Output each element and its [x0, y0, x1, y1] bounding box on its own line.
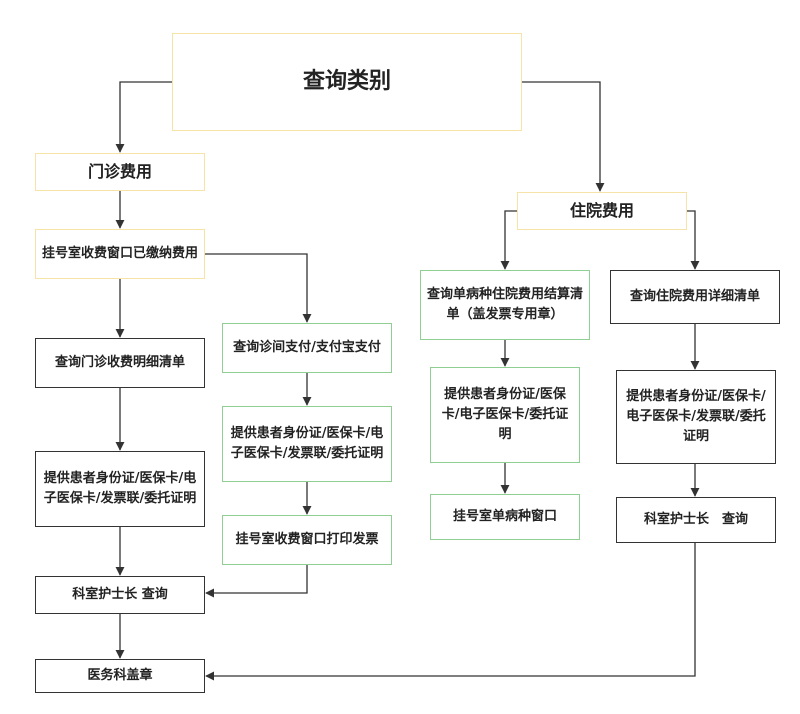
op-nurse-query-box: 科室护士长 查询: [35, 576, 205, 614]
op-query-detail-box: 查询门诊收费明细清单: [35, 338, 205, 388]
op-provide-id-2-label: 提供患者身份证/医保卡/电子医保卡/发票联/委托证明: [230, 426, 384, 461]
ip-single-disease-label: 查询单病种住院费用结算清单（盖发票专用章）: [427, 287, 584, 322]
op-provide-id-2-box: 提供患者身份证/医保卡/电子医保卡/发票联/委托证明: [222, 406, 392, 482]
op-seal-box: 医务科盖章: [35, 659, 205, 693]
op-paid-at-window-box: 挂号室收费窗口已缴纳费用: [35, 229, 205, 279]
ip-provide-id-label: 提供患者身份证/医保卡/电子医保卡/委托证明: [441, 387, 569, 442]
op-seal-label: 医务科盖章: [87, 668, 153, 683]
ip-provide-id-2-label: 提供患者身份证/医保卡/电子医保卡/发票联/委托证明: [626, 389, 766, 444]
category-title: 查询类别: [302, 69, 391, 94]
ip-nurse-query-label: 科室护士长 查询: [643, 512, 748, 527]
connector-inpatient-to-single-disease: [500, 210, 517, 270]
ip-single-disease-box: 查询单病种住院费用结算清单（盖发票专用章）: [420, 270, 590, 340]
outpatient-fees-label: 门诊费用: [87, 162, 152, 181]
connector-print-invoice-to-nurse-query: [205, 565, 308, 598]
op-online-pay-box: 查询诊间支付/支付宝支付: [222, 323, 392, 373]
outpatient-fees-box: 门诊费用: [35, 153, 205, 191]
ip-detail-box: 查询住院费用详细清单: [610, 270, 780, 324]
ip-single-window-box: 挂号室单病种窗口: [430, 494, 580, 540]
ip-provide-id-2-box: 提供患者身份证/医保卡/电子医保卡/发票联/委托证明: [616, 370, 776, 464]
op-print-invoice-label: 挂号室收费窗口打印发票: [235, 532, 379, 547]
connector-ip-nurse-query-to-seal: [205, 543, 696, 681]
category-title-box: 查询类别: [172, 33, 522, 131]
ip-nurse-query-box: 科室护士长 查询: [616, 497, 776, 543]
op-online-pay-label: 查询诊间支付/支付宝支付: [233, 340, 381, 355]
inpatient-fees-label: 住院费用: [569, 201, 634, 220]
connector-title-to-inpatient: [522, 81, 605, 192]
op-nurse-query-label: 科室护士长 查询: [72, 587, 168, 602]
ip-single-window-label: 挂号室单病种窗口: [452, 509, 557, 524]
op-provide-id-box: 提供患者身份证/医保卡/电子医保卡/发票联/委托证明: [35, 451, 205, 527]
connector-paid-to-online-pay: [205, 253, 312, 323]
connector-title-to-outpatient: [115, 81, 172, 153]
op-query-detail-label: 查询门诊收费明细清单: [54, 355, 185, 370]
ip-provide-id-box: 提供患者身份证/医保卡/电子医保卡/委托证明: [430, 367, 580, 463]
connector-inpatient-to-ip-detail: [687, 210, 700, 270]
op-paid-at-window-label: 挂号室收费窗口已缴纳费用: [42, 246, 199, 261]
inpatient-fees-box: 住院费用: [517, 192, 687, 230]
op-print-invoice-box: 挂号室收费窗口打印发票: [222, 515, 392, 565]
op-provide-id-label: 提供患者身份证/医保卡/电子医保卡/发票联/委托证明: [43, 471, 197, 506]
ip-detail-label: 查询住院费用详细清单: [629, 289, 760, 304]
